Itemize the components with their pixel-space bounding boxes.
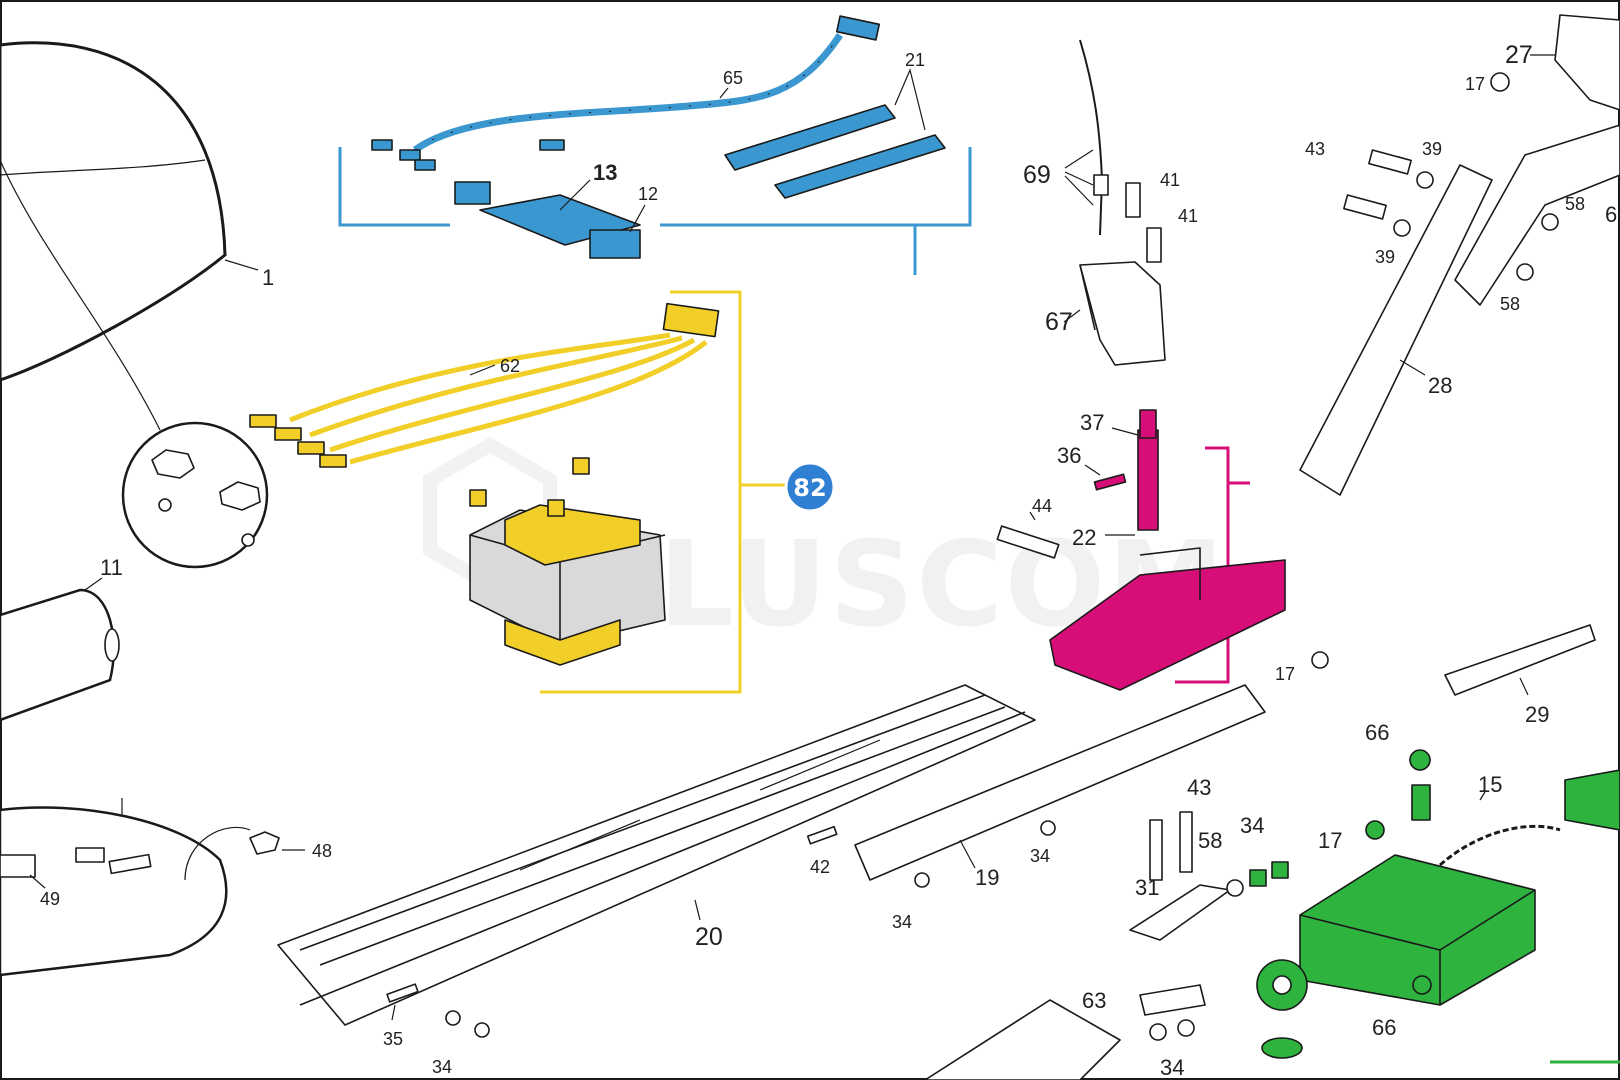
label-15: 15 — [1478, 772, 1502, 797]
part-66-clips[interactable]: 66 66 — [1365, 720, 1432, 1040]
label-31: 31 — [1135, 875, 1159, 900]
label-49: 49 — [40, 889, 60, 909]
part-41-screws[interactable]: 41 41 — [1125, 170, 1198, 263]
label-66-lower: 66 — [1372, 1015, 1396, 1040]
label-44: 44 — [1032, 496, 1052, 516]
label-17-mid: 17 — [1275, 664, 1295, 684]
svg-text:82: 82 — [793, 474, 826, 502]
kit-badge-82[interactable]: 82 — [784, 461, 836, 513]
part-44-bolt[interactable]: 44 — [996, 496, 1060, 559]
part-62-transformer-wires[interactable]: 62 — [249, 302, 720, 468]
label-37: 37 — [1080, 410, 1104, 435]
label-66-upper: 66 — [1365, 720, 1389, 745]
part-37-spring[interactable]: 37 — [1080, 409, 1157, 439]
label-34-c: 34 — [432, 1057, 452, 1077]
label-63: 63 — [1082, 988, 1106, 1013]
label-19: 19 — [975, 865, 999, 890]
part-19-plate[interactable]: 19 — [854, 684, 1266, 890]
label-1: 1 — [262, 265, 274, 290]
label-58-upper: 58 — [1565, 194, 1585, 214]
magenta-kit-bracket — [1175, 446, 1250, 684]
label-20: 20 — [695, 923, 723, 951]
label-58-green: 58 — [1198, 828, 1222, 853]
part-6x-arm[interactable]: 6 — [1454, 124, 1620, 306]
label-17-top: 17 — [1465, 74, 1485, 94]
label-42: 42 — [810, 857, 830, 877]
part-12-microswitch[interactable]: 12 — [589, 184, 658, 259]
part-42-screw[interactable]: 42 — [806, 825, 838, 877]
yellow-kit-bracket — [540, 290, 788, 694]
label-17-green: 17 — [1318, 828, 1342, 853]
part-36-pin[interactable]: 36 — [1057, 443, 1127, 491]
label-29: 29 — [1525, 702, 1549, 727]
part-67-bracket[interactable]: 67 — [1045, 261, 1166, 366]
label-65: 65 — [723, 68, 743, 88]
label-69: 69 — [1023, 161, 1051, 189]
blue-kit-bracket — [338, 147, 972, 275]
part-35-screw[interactable]: 35 — [383, 983, 419, 1049]
label-11: 11 — [100, 555, 123, 580]
green-sprocket[interactable] — [1256, 959, 1308, 1059]
label-12: 12 — [638, 184, 658, 204]
part-15-trolley[interactable]: 15 — [1299, 769, 1620, 1006]
clip-detail-circle — [121, 421, 269, 569]
label-34-e: 34 — [1240, 813, 1264, 838]
part-11-motor[interactable]: 11 — [0, 555, 123, 722]
label-34-b: 34 — [1030, 846, 1050, 866]
label-35: 35 — [383, 1029, 403, 1049]
label-39-upper: 39 — [1422, 139, 1442, 159]
label-22: 22 — [1072, 525, 1096, 550]
hardware-31-43-58-63[interactable]: 31 43 58 63 — [1082, 775, 1289, 1016]
transformer[interactable] — [469, 457, 666, 666]
label-36: 36 — [1057, 443, 1081, 468]
label-6x: 6 — [1605, 202, 1617, 227]
part-20-rail[interactable]: 20 — [277, 684, 1036, 1026]
label-67: 67 — [1045, 308, 1073, 336]
part-21-terminal-strips[interactable]: 21 — [724, 50, 946, 199]
part-22-carriage[interactable]: 22 — [1049, 429, 1286, 691]
label-41-lower: 41 — [1178, 206, 1198, 226]
label-13: 13 — [593, 160, 617, 185]
label-27: 27 — [1505, 41, 1533, 69]
base-housing: 48 49 — [0, 798, 332, 977]
label-43-lower: 43 — [1187, 775, 1211, 800]
label-43-upper: 43 — [1305, 139, 1325, 159]
hardware-39-43-58-17[interactable]: 43 39 39 17 58 58 17 — [1275, 72, 1585, 684]
part-1-cover[interactable]: 1 — [0, 41, 274, 431]
part-17-green-nut[interactable]: 17 — [1318, 820, 1385, 853]
label-58-lower: 58 — [1500, 294, 1520, 314]
label-39-lower: 39 — [1375, 247, 1395, 267]
lower-rail-segment — [924, 999, 1121, 1080]
label-34-a: 34 — [892, 912, 912, 932]
label-48: 48 — [312, 841, 332, 861]
part-29-slider[interactable]: 29 — [1444, 624, 1596, 727]
label-21: 21 — [905, 50, 925, 70]
part-69-cable[interactable]: 69 — [1023, 39, 1109, 236]
label-62: 62 — [500, 356, 520, 376]
label-41-upper: 41 — [1160, 170, 1180, 190]
part-34-nuts[interactable]: 34 34 34 34 34 — [432, 813, 1264, 1080]
label-34-d: 34 — [1160, 1055, 1184, 1080]
part-65-wire-harness[interactable]: 65 — [371, 15, 881, 171]
part-28-arm[interactable]: 28 — [1299, 164, 1493, 496]
label-28: 28 — [1428, 373, 1452, 398]
part-27-bracket[interactable]: 27 — [1505, 14, 1620, 111]
